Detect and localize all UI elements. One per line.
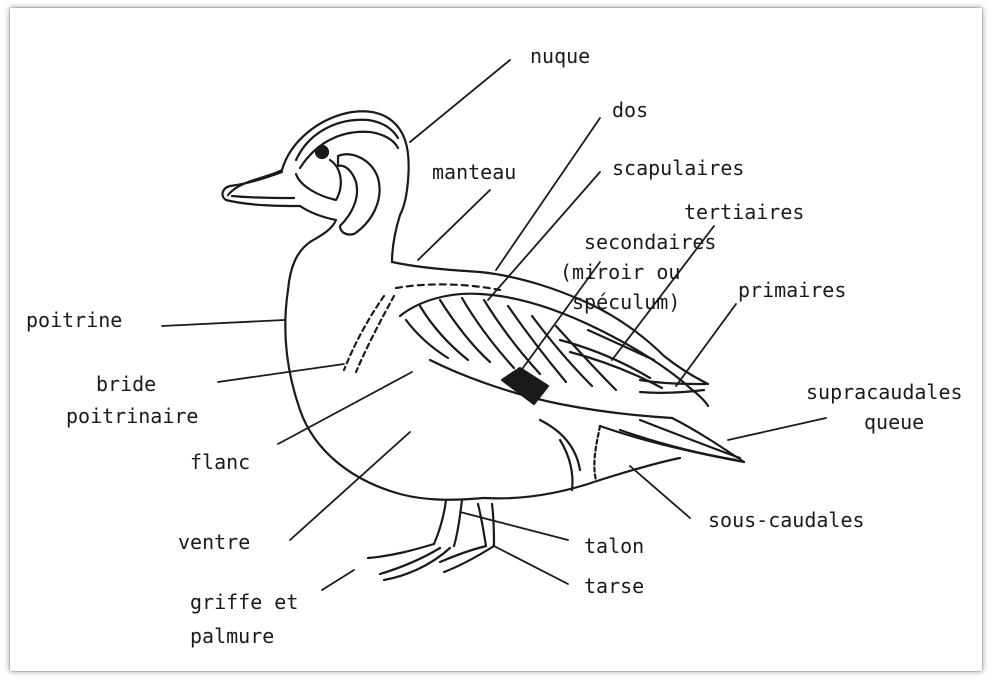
label-secondaires-miroir: (miroir ou [560, 262, 680, 282]
label-sous-caudales: sous-caudales [708, 510, 865, 530]
duck-bridle-dashed-2 [356, 296, 394, 372]
label-ventre: ventre [178, 532, 250, 552]
leader-flanc [278, 372, 412, 444]
duck-scapular-2 [420, 306, 468, 360]
label-flanc: flanc [190, 452, 250, 472]
label-griffe: griffe et [190, 592, 298, 612]
duck-primary-1 [640, 380, 706, 384]
duck-eye [316, 146, 328, 158]
leader-primaires [676, 304, 736, 386]
duck-leg-left-2 [454, 500, 462, 546]
label-secondaires: secondaires [584, 232, 716, 252]
leader-bride [218, 364, 344, 382]
leader-manteau [418, 190, 490, 260]
duck-tertial-3 [588, 330, 654, 360]
duck-cheek-crescent [338, 154, 380, 234]
leader-poitrine [162, 320, 284, 326]
leader-nuque [410, 60, 510, 142]
duck-foot-left [368, 544, 450, 580]
duck-leg-right-2 [492, 504, 494, 546]
duck-undertail [594, 426, 600, 480]
duck-bridle-dashed [344, 296, 384, 370]
duck-leg-right [478, 504, 486, 546]
duck-scapular-1 [406, 320, 448, 358]
label-dos: dos [612, 100, 648, 120]
label-tarse: tarse [584, 576, 644, 596]
leader-tarse [494, 546, 568, 584]
label-scapulaires: scapulaires [612, 158, 744, 178]
leader-supracaudales [728, 418, 826, 440]
duck-eye-patch [296, 160, 341, 200]
duck-tail-feather-2 [640, 420, 740, 458]
label-bride: bride [96, 374, 156, 394]
label-secondaires-speculum: spéculum) [572, 292, 680, 312]
leader-sous-caudales [630, 466, 690, 518]
label-tertiaires: tertiaires [684, 202, 804, 222]
leader-griffe [322, 570, 354, 590]
label-talon: talon [584, 536, 644, 556]
label-bride-poitrinaire: poitrinaire [66, 406, 198, 426]
label-nuque: nuque [530, 46, 590, 66]
label-manteau: manteau [432, 162, 516, 182]
label-palmure: palmure [190, 626, 274, 646]
label-poitrine: poitrine [26, 310, 122, 330]
duck-leg-left [434, 500, 446, 544]
duck-side-dashed [396, 284, 500, 290]
duck-flank-line [540, 420, 580, 470]
leader-ventre [290, 432, 410, 540]
duck-belly-outline [484, 458, 680, 498]
leader-talon [460, 512, 568, 540]
duck-bill-line [232, 196, 294, 198]
label-queue: queue [864, 412, 924, 432]
duck-neck-front [288, 206, 336, 290]
label-supracaudales: supracaudales [806, 382, 963, 402]
label-primaires: primaires [738, 280, 846, 300]
duck-speculum [502, 368, 548, 404]
